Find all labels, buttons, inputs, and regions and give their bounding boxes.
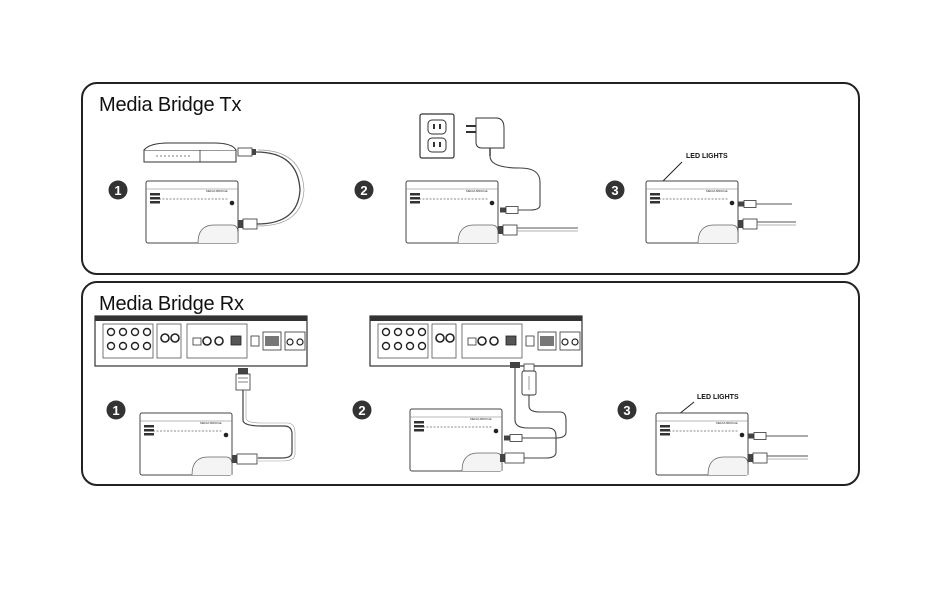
ethernet-plug-icon <box>510 362 520 368</box>
power-adapter-icon <box>466 117 505 156</box>
dc-barrel-plug-icon <box>737 200 757 208</box>
media-bridge-device-icon <box>405 180 499 244</box>
svg-text:2: 2 <box>360 183 367 198</box>
media-bridge-device-icon <box>645 180 739 244</box>
ethernet-plug-icon <box>498 224 518 236</box>
tx-step-2: 2 <box>354 113 578 244</box>
dc-barrel-plug-icon <box>499 206 519 214</box>
usb-plug-icon <box>521 363 537 396</box>
ethernet-plug-icon <box>238 218 258 230</box>
rx-step-3: 3 LED LIGHTS <box>617 394 808 476</box>
media-bridge-device-icon <box>409 408 503 472</box>
tx-step-3: 3 LED LIGHTS <box>605 153 796 244</box>
ethernet-plug-icon <box>235 368 251 391</box>
rx-step-2: 2 <box>352 315 583 472</box>
ethernet-plug-icon <box>237 147 256 157</box>
tv-receiver-back-panel-icon <box>94 315 308 367</box>
dc-barrel-plug-icon <box>503 434 523 442</box>
svg-text:1: 1 <box>114 183 121 198</box>
wall-outlet-icon <box>419 113 455 159</box>
ethernet-plug-icon <box>738 218 758 230</box>
svg-text:1: 1 <box>112 403 119 418</box>
ethernet-plug-icon <box>748 452 768 464</box>
media-bridge-device-icon <box>145 180 239 244</box>
rx-led-lights-label: LED LIGHTS <box>697 394 739 401</box>
tv-receiver-back-panel-icon <box>369 315 583 367</box>
tx-led-lights-label: LED LIGHTS <box>686 153 728 160</box>
rx-step-1: 1 <box>94 315 308 476</box>
svg-text:3: 3 <box>611 183 618 198</box>
panel-title-tx: Media Bridge Tx <box>99 94 242 116</box>
media-bridge-device-icon <box>655 412 749 476</box>
dc-barrel-plug-icon <box>747 432 767 440</box>
ethernet-plug-icon <box>232 453 258 465</box>
media-bridge-device-icon <box>139 412 233 476</box>
svg-text:3: 3 <box>623 403 630 418</box>
panel-title-rx: Media Bridge Rx <box>99 293 244 315</box>
tx-step-1: 1 <box>108 142 305 244</box>
ethernet-plug-icon <box>500 452 525 464</box>
svg-text:2: 2 <box>358 403 365 418</box>
router-icon <box>143 142 237 163</box>
